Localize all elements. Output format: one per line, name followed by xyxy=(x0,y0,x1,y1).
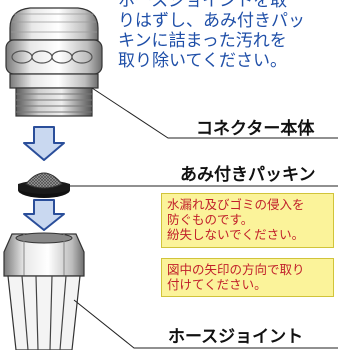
instruction-line: キンに詰まった汚れを xyxy=(118,31,287,51)
connector-body-drawing xyxy=(5,7,103,117)
mesh-packing-drawing xyxy=(18,172,70,198)
arrow-direction-note: 図中の矢印の方向で取り 付けてください。 xyxy=(161,258,334,297)
instruction-line: 取り除いてください。 xyxy=(118,51,287,71)
leak-prevention-note: 水漏れ及びゴミの侵入を 防ぐものです。 紛失しないでください。 xyxy=(161,193,334,248)
note-line: 防ぐものです。 xyxy=(167,212,254,227)
note-line: 紛失しないでください。 xyxy=(167,227,305,242)
note-line: 付けてください。 xyxy=(167,277,267,292)
instruction-line: りはずし、あみ付きパッ xyxy=(118,11,305,31)
down-arrow-icon xyxy=(23,199,65,231)
instruction-text: ホースジョイントを取 りはずし、あみ付きパッ キンに詰まった汚れを 取り除いてく… xyxy=(118,0,338,71)
instruction-line: ホースジョイントを取 xyxy=(118,0,288,11)
hose-joint-drawing xyxy=(3,232,85,350)
mesh-packing-label: あみ付きパッキン xyxy=(180,165,316,185)
note-line: 図中の矢印の方向で取り xyxy=(167,262,305,277)
leader-lines xyxy=(70,87,338,349)
hose-joint-label: ホースジョイント xyxy=(168,327,304,347)
note-line: 水漏れ及びゴミの侵入を xyxy=(167,197,305,212)
connector-body-label: コネクター本体 xyxy=(196,119,315,139)
down-arrow-icon xyxy=(23,126,65,161)
